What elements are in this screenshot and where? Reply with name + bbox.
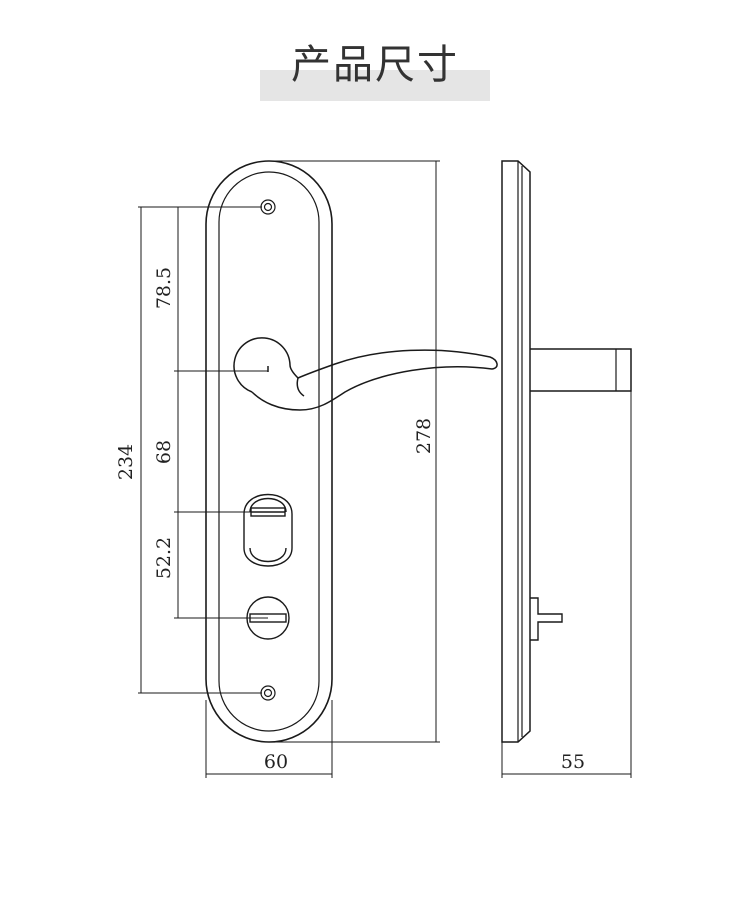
dim-screw-to-handle: 78.5 (153, 267, 175, 309)
lever-handle-icon (233, 337, 498, 411)
left-dimension-lines (138, 206, 262, 694)
title-underline-bar (260, 70, 490, 101)
dim-screw-spacing: 234 (115, 444, 137, 480)
dim-plate-width: 60 (264, 751, 288, 773)
height-dimension-line (269, 160, 440, 743)
side-thumbturn-profile (530, 597, 563, 641)
side-view (501, 160, 632, 743)
projection-dimension-line (501, 391, 632, 778)
backplate-outer (205, 160, 333, 743)
bottom-screw-icon (260, 685, 276, 701)
key-cylinder-icon (243, 493, 293, 567)
page-title: 产品尺寸 (291, 42, 459, 88)
dim-handle-to-cylinder: 68 (153, 440, 175, 464)
backplate-inner (218, 171, 320, 732)
title-section: 产品尺寸 (0, 0, 750, 110)
dim-projection: 55 (561, 751, 585, 773)
side-lever-profile (530, 348, 632, 392)
width-dimension-line (205, 700, 333, 778)
front-view (174, 160, 498, 743)
dim-total-height: 278 (413, 418, 435, 454)
dim-cylinder-to-thumbturn: 52.2 (153, 537, 175, 579)
top-screw-icon (260, 199, 276, 215)
side-plate-profile (501, 160, 531, 743)
